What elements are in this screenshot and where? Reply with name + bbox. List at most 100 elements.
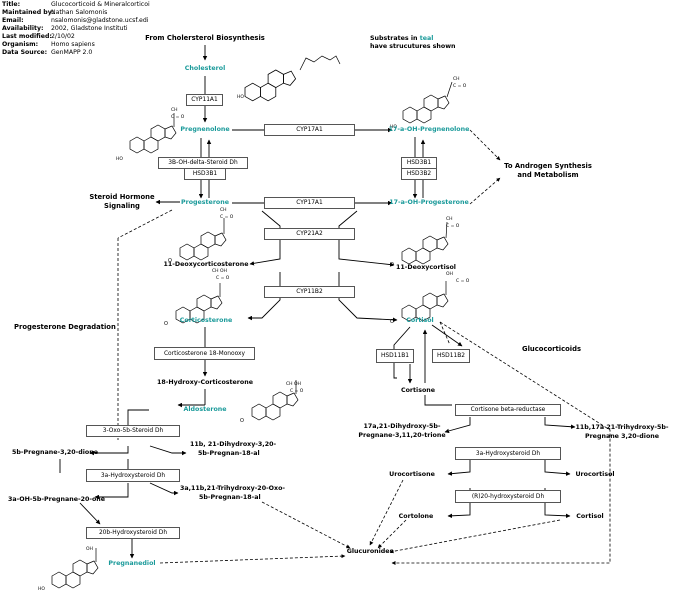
note-signaling-line1: Steroid Hormone	[89, 193, 155, 201]
metabolite-cortisol[interactable]: Cortisol	[406, 317, 434, 324]
pregnanediol-structure: HO	[38, 548, 99, 592]
struct-label-cs-co: C = O	[216, 276, 230, 281]
metabolite-urocortisol[interactable]: Urocortisol	[575, 471, 615, 478]
note-substrates-teal: teal	[419, 35, 434, 42]
arrow-3a-trihydroxy-oxo	[149, 482, 179, 496]
struct-label-prog-co: C = O	[220, 215, 234, 220]
struct-label-pregdiol-oh: OH	[86, 547, 93, 552]
enzyme-r20-hydroxysteroid-dh[interactable]: (R)20-hydroxysteroid Dh	[455, 490, 561, 503]
note-from-cholesterol: From Cholersterol Biosynthesis	[145, 34, 265, 42]
note-signaling: Steroid Hormone Signaling	[89, 193, 154, 211]
enzyme-3a-hydroxysteroid-dh-left[interactable]: 3a-Hydroxysteroid Dh	[86, 469, 180, 482]
cortisol-structure: O	[390, 281, 449, 325]
svg-text:HO: HO	[237, 94, 244, 100]
note-signaling-line2: Signaling	[104, 202, 140, 210]
dash-cortolone-gluc	[377, 519, 407, 549]
struct-label-prog-ch: CH	[220, 208, 227, 213]
metabolite-deoxycortisol[interactable]: 11-Deoxycortisol	[396, 264, 456, 271]
note-substrates-pre: Substrates in	[370, 35, 418, 42]
svg-text:HO: HO	[116, 156, 123, 162]
enzyme-cortisone-beta-reductase[interactable]: Cortisone beta-reductase	[455, 404, 561, 416]
struct-label-ohpreg-co: C = O	[453, 84, 467, 89]
metabolite-pregnenolone[interactable]: Pregnenolone	[180, 126, 230, 133]
metabolite-dihydroxy-trione-line2[interactable]: Pregnane-3,11,20-trione	[358, 432, 446, 439]
metabolite-cortolone[interactable]: Cortolone	[398, 513, 434, 520]
metabolite-progesterone[interactable]: Progesterone	[180, 199, 230, 206]
svg-text:O: O	[390, 319, 394, 325]
enzyme-corticosterone-18-monooxy[interactable]: Corticosterone 18-Monooxy	[154, 347, 255, 360]
metabolite-aldosterone[interactable]: Aldosterone	[183, 406, 227, 413]
struct-label-cortisol-oh: OH	[446, 272, 453, 277]
metabolite-pregnane-dione[interactable]: 5b-Pregnane-3,20-dione	[12, 449, 98, 456]
dash-urocortisone-gluc	[369, 479, 404, 546]
metabolite-corticosterone[interactable]: Corticosterone	[179, 317, 233, 324]
struct-label-aldo-ch2oh: CH OH	[286, 382, 301, 387]
note-substrates-line2: have strucutures shown	[370, 43, 456, 50]
arrow-degradation-pregnane-dione	[89, 446, 129, 456]
metabolite-oh-pregnenolone[interactable]: 17-a-OH-Pregnenolone	[388, 126, 470, 133]
enzyme-cyp17a1-mid[interactable]: CYP17A1	[264, 197, 355, 209]
struct-label-cs-ch2oh: CH OH	[212, 269, 227, 274]
enzyme-3a-hydroxysteroid-dh-right[interactable]: 3a-Hydroxysteroid Dh	[455, 447, 561, 460]
note-glucocorticoids: Glucocorticoids	[522, 345, 582, 353]
metabolite-oh-pregnane-one[interactable]: 3a-OH-5b-Pregnane-20-one	[8, 496, 106, 503]
enzyme-cyp21a2[interactable]: CYP21A2	[264, 228, 355, 240]
header-title: Title:Glucocorticoid & Mineralcorticoi	[2, 1, 150, 8]
arrow-oxo5b-dihydroxy-al	[149, 445, 187, 456]
dash-oh-prog-androgen	[469, 177, 501, 205]
dash-cortisol-hsd11b2	[439, 321, 451, 346]
struct-label-cortisol-co: C = O	[456, 279, 470, 284]
svg-text:HO: HO	[390, 124, 397, 130]
enzyme-cyp11b2[interactable]: CYP11B2	[264, 286, 355, 298]
struct-label-aldo-co: C = O	[290, 389, 304, 394]
dash-pregnanediol-gluc	[159, 554, 346, 564]
arrow-reductase-right	[544, 417, 576, 429]
corticosterone-structure: O	[164, 283, 223, 327]
dash-trihydroxy-oxo-gluc	[261, 501, 351, 549]
metabolite-oh-progesterone[interactable]: 17-a-OH-Progesterone	[389, 199, 469, 206]
dash-progesterone-degradation	[117, 209, 173, 239]
svg-text:O: O	[164, 321, 168, 327]
arrow-3a-oh-pregnane	[94, 483, 129, 500]
dash-cortisol-right-gluc	[389, 519, 561, 554]
enzyme-cyp17a1-top[interactable]: CYP17A1	[264, 124, 355, 136]
note-androgen-line1: To Androgen Synthesis	[504, 162, 592, 170]
metabolite-trihydroxy-dione-line2[interactable]: Pregnane 3,20-dione	[584, 433, 660, 440]
dash-oh-preg-androgen	[469, 129, 501, 161]
struct-label-ohpreg-ch: CH	[453, 77, 460, 82]
svg-text:O: O	[168, 258, 172, 264]
metabolite-cortisone[interactable]: Cortisone	[400, 387, 436, 394]
metabolite-dihydroxy-al-line1[interactable]: 11b, 21-Dihydroxy-3,20-	[190, 441, 277, 448]
bracket-left-top	[249, 210, 281, 266]
metabolite-pregnanediol[interactable]: Pregnanediol	[108, 560, 156, 567]
enzyme-hsd3b1-left[interactable]: HSD3B1	[184, 168, 226, 180]
metabolite-dihydroxy-al-line2[interactable]: 5b-Pregnan-18-al	[198, 450, 260, 457]
note-substrates: Substrates in teal have strucutures show…	[370, 35, 456, 51]
header-maintainer: Maintained by:Nathan Salomonis	[2, 9, 108, 16]
metabolite-glucuronides[interactable]: Glucuronides	[346, 548, 394, 555]
enzyme-hsd3b2-right[interactable]: HSD3B2	[401, 168, 437, 180]
progesterone-structure: O	[168, 218, 227, 264]
cholesterol-structure: HO	[237, 55, 341, 102]
metabolite-trihydroxy-oxo-line1[interactable]: 3a,11b,21-Trihydroxy-20-Oxo-	[180, 485, 286, 492]
enzyme-cyp11a1[interactable]: CYP11A1	[186, 94, 223, 106]
metabolite-deoxycorticosterone[interactable]: 11-Deoxycorticosterone	[163, 261, 249, 268]
header-modified: Last modified:2/10/02	[2, 33, 75, 40]
metabolite-trihydroxy-dione-line1[interactable]: 11b,17a 21-Trihydroxy-5b-	[575, 424, 669, 431]
enzyme-hsd11b2[interactable]: HSD11B2	[432, 349, 470, 363]
note-androgen-line2: and Metabolism	[517, 171, 579, 179]
metabolite-urocortisone[interactable]: Urocortisone	[389, 471, 435, 478]
metabolite-18-hydroxy-corticosterone[interactable]: 18-Hydroxy-Corticosterone	[157, 379, 253, 386]
pregnenolone-structure: HO	[116, 113, 177, 162]
note-androgen: To Androgen Synthesis and Metabolism	[504, 162, 592, 180]
metabolite-cortisol-lower[interactable]: Cortisol	[576, 513, 604, 520]
metabolite-trihydroxy-oxo-line2[interactable]: 5b-Pregnan-18-al	[199, 494, 261, 501]
enzyme-hsd11b1[interactable]: HSD11B1	[376, 349, 414, 363]
enzyme-3-oxo-5b-steroid-dh[interactable]: 3-Oxo-5b-Steroid Dh	[86, 425, 180, 437]
metabolite-cholesterol[interactable]: Cholesterol	[184, 65, 226, 72]
oh-progesterone-structure: O	[390, 221, 449, 268]
struct-label-ohprog-co: C = O	[446, 224, 460, 229]
struct-label-preg-ch: CH	[171, 108, 178, 113]
metabolite-dihydroxy-trione-line1[interactable]: 17a,21-Dihydroxy-5b-	[363, 423, 441, 430]
enzyme-20b-hydroxysteroid-dh[interactable]: 20b-Hydroxysteroid Dh	[86, 527, 180, 539]
